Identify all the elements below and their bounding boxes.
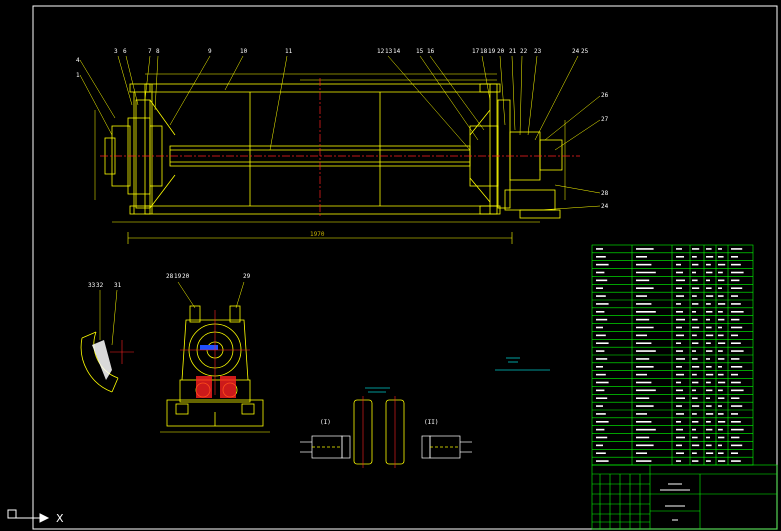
svg-text:1: 1: [76, 72, 80, 79]
svg-text:4: 4: [76, 57, 80, 64]
svg-text:19: 19: [488, 48, 496, 55]
svg-text:8: 8: [156, 48, 160, 55]
svg-text:31: 31: [114, 282, 122, 289]
svg-text:23: 23: [534, 48, 542, 55]
svg-text:3: 3: [114, 48, 118, 55]
svg-text:9: 9: [208, 48, 212, 55]
main-callouts-top: 3 6 7 8 9 10 11 12 13 14 15 16 17 18 19 …: [114, 48, 589, 55]
detail-mark-ii: (II): [424, 419, 438, 426]
svg-text:26: 26: [601, 92, 609, 99]
main-assembly-view: [79, 55, 601, 244]
title-block: [591, 464, 778, 530]
detail-views-yellow: [312, 399, 460, 465]
svg-text:24: 24: [572, 48, 580, 55]
section-a-view: [80, 289, 119, 393]
section-a-centerline: [110, 340, 134, 364]
svg-text:28: 28: [166, 273, 174, 280]
svg-text:25: 25: [581, 48, 589, 55]
section-b-callouts: 28 19 20 29: [166, 273, 251, 280]
centerlines: [100, 78, 580, 218]
detail-mark-i: (I): [320, 419, 331, 426]
svg-text:17: 17: [472, 48, 480, 55]
table-cells: [596, 248, 744, 462]
svg-text:24: 24: [601, 203, 609, 210]
main-callouts-left: 4 1: [76, 57, 80, 79]
main-callouts-right: 26 27 28 24: [601, 92, 609, 210]
svg-text:10: 10: [240, 48, 248, 55]
svg-text:12: 12: [377, 48, 385, 55]
ucs-axis-icon: [7, 509, 50, 523]
svg-text:7: 7: [148, 48, 152, 55]
technical-notes: [495, 357, 550, 371]
svg-text:29: 29: [243, 273, 251, 280]
svg-text:13: 13: [385, 48, 393, 55]
ucs-x-label: X: [56, 512, 64, 525]
title-block-text-marks: [660, 483, 690, 521]
svg-text:27: 27: [601, 116, 609, 123]
overall-length-dimension: 1970: [310, 231, 325, 238]
parts-list-table: [591, 244, 754, 466]
section-a-callouts: 33 32 31: [88, 282, 122, 289]
svg-text:20: 20: [497, 48, 505, 55]
svg-text:14: 14: [393, 48, 401, 55]
svg-text:28: 28: [601, 190, 609, 197]
svg-text:21: 21: [509, 48, 517, 55]
svg-text:22: 22: [520, 48, 528, 55]
svg-text:11: 11: [285, 48, 293, 55]
svg-text:18: 18: [480, 48, 488, 55]
section-a-hatch: [92, 340, 112, 380]
section-b-hatch: [196, 376, 236, 398]
svg-text:32: 32: [96, 282, 104, 289]
detail-views-centerline: [362, 396, 396, 468]
svg-text:15: 15: [416, 48, 424, 55]
svg-text:16: 16: [427, 48, 435, 55]
section-b-shaft-key: [200, 345, 218, 350]
drawing-border: [32, 5, 778, 530]
table-rows: [592, 252, 753, 458]
section-b-centerline: [180, 310, 250, 395]
svg-text:6: 6: [123, 48, 127, 55]
svg-text:19: 19: [174, 273, 182, 280]
svg-text:33: 33: [88, 282, 96, 289]
svg-text:20: 20: [182, 273, 190, 280]
